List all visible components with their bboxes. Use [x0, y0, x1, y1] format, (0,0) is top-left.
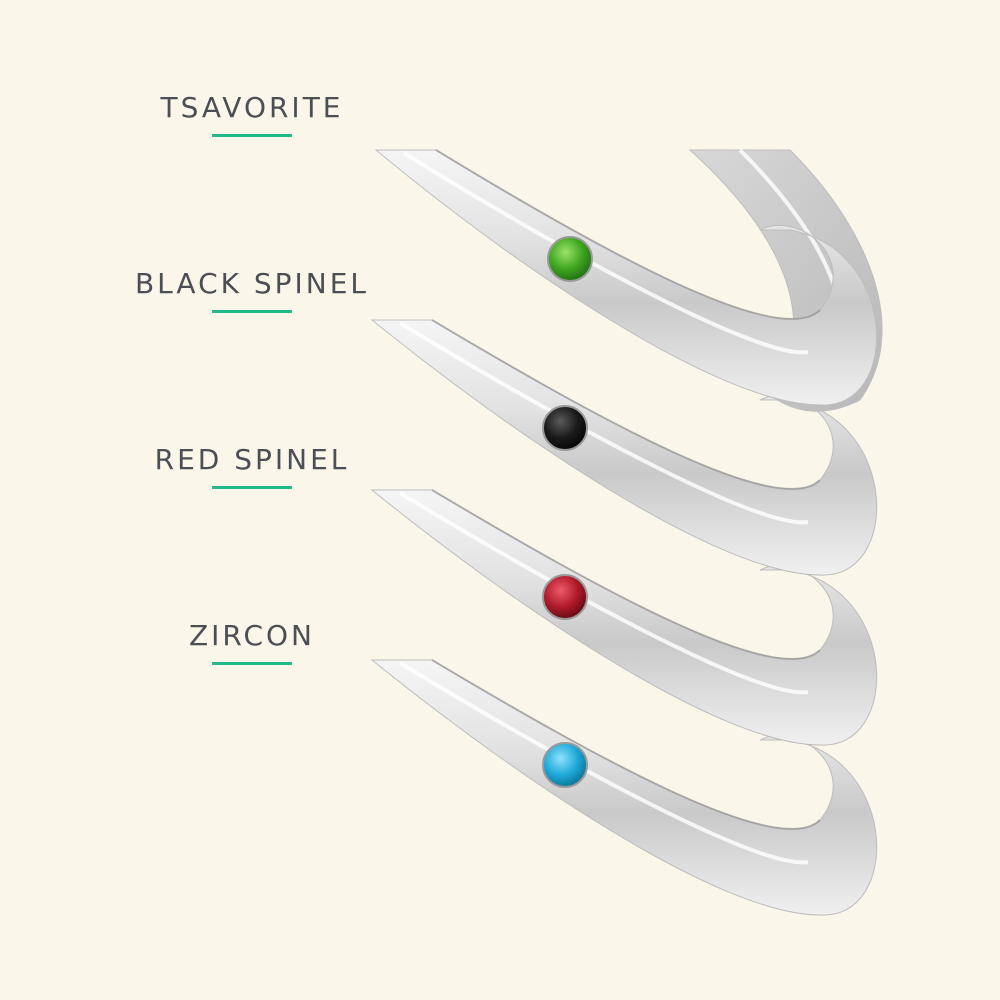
gem-name-label: ZIRCON	[188, 619, 316, 652]
gem-name-label: BLACK SPINEL	[134, 267, 370, 300]
accent-underline	[212, 662, 292, 665]
label-zircon: ZIRCON	[92, 620, 412, 665]
label-black-spinel: BLACK SPINEL	[92, 268, 412, 313]
ring-black-spinel	[370, 319, 878, 576]
ring-red-spinel	[370, 489, 878, 746]
label-red-spinel: RED SPINEL	[92, 444, 412, 489]
gem-name-label: RED SPINEL	[154, 443, 350, 476]
gem-red-spinel	[542, 574, 588, 620]
accent-underline	[212, 310, 292, 313]
gem-zircon	[542, 742, 588, 788]
accent-underline	[212, 134, 292, 137]
gem-black-spinel	[542, 405, 588, 451]
label-tsavorite: TSAVORITE	[92, 92, 412, 137]
gem-tsavorite	[547, 236, 593, 282]
gem-name-label: TSAVORITE	[160, 91, 344, 124]
ring-zircon	[370, 659, 878, 916]
ring-tsavorite	[374, 148, 883, 412]
accent-underline	[212, 486, 292, 489]
